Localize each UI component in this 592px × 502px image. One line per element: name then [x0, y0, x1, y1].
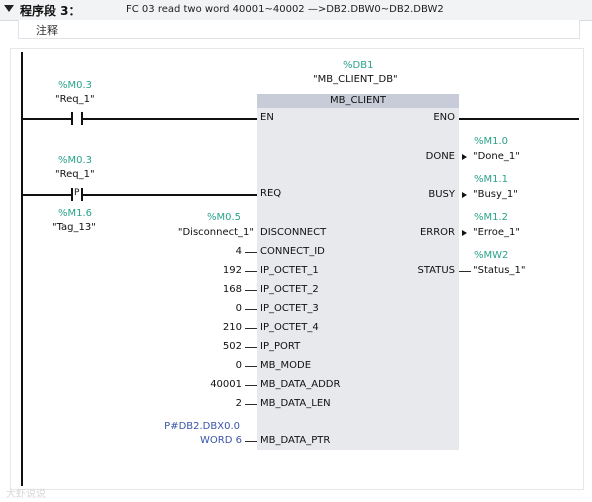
pin-mb-mode: MB_MODE: [260, 360, 312, 371]
status-stub: [459, 271, 471, 272]
mb-mode-value[interactable]: 0: [235, 360, 242, 371]
mb-client-block[interactable]: MB_CLIENT: [257, 94, 459, 450]
pin-eno: ENO: [433, 112, 455, 123]
en-wire-left: [22, 118, 72, 120]
en-contact-icon[interactable]: [71, 112, 83, 125]
p-contact-icon[interactable]: [71, 188, 83, 201]
ip-octet-3-stub: [245, 309, 257, 310]
pin-mb-data-len: MB_DATA_LEN: [260, 398, 331, 409]
ip-port-value[interactable]: 502: [222, 341, 242, 352]
mb-data-len-value[interactable]: 2: [235, 398, 242, 409]
pin-connect-id: CONNECT_ID: [260, 246, 325, 257]
status-address[interactable]: %MW2: [474, 250, 509, 261]
mb-mode-stub: [245, 366, 257, 367]
block-type-title: MB_CLIENT: [257, 94, 459, 108]
instance-db-name[interactable]: "MB_CLIENT_DB": [313, 74, 398, 85]
pin-en: EN: [260, 112, 274, 123]
segment-comment[interactable]: 注释: [36, 24, 58, 37]
mb-data-ptr-stub: [245, 441, 257, 442]
ip-octet-1-stub: [245, 271, 257, 272]
done-value[interactable]: "Done_1": [473, 151, 520, 162]
req-contact-name[interactable]: "Req_1": [55, 169, 95, 180]
en-wire-right: [83, 118, 257, 120]
busy-address[interactable]: %M1.1: [474, 174, 509, 185]
connect-id-value[interactable]: 4: [235, 246, 242, 257]
ip-octet-1-value[interactable]: 192: [222, 265, 242, 276]
pin-ip-octet-4: IP_OCTET_4: [260, 322, 319, 333]
comment-box[interactable]: [18, 20, 580, 39]
disconnect-value[interactable]: "Disconnect_1": [177, 227, 254, 238]
collapse-triangle-icon[interactable]: [4, 5, 14, 12]
pin-busy: BUSY: [428, 189, 455, 200]
busy-value[interactable]: "Busy_1": [473, 189, 518, 200]
ip-octet-2-stub: [245, 290, 257, 291]
pin-done: DONE: [425, 151, 455, 162]
done-arrow-icon: [462, 154, 467, 160]
ip-octet-4-stub: [245, 328, 257, 329]
pin-ip-octet-1: IP_OCTET_1: [260, 265, 319, 276]
pin-ip-octet-2: IP_OCTET_2: [260, 284, 319, 295]
pin-req: REQ: [260, 188, 282, 199]
ip-octet-4-value[interactable]: 210: [222, 322, 242, 333]
instance-db-address[interactable]: %DB1: [343, 60, 374, 71]
pin-ip-port: IP_PORT: [260, 341, 301, 352]
segment-title: 程序段 3：: [20, 4, 81, 18]
mb-data-ptr-address[interactable]: P#DB2.DBX0.0: [164, 421, 240, 432]
disconnect-address[interactable]: %M0.5: [207, 212, 242, 223]
watermark: 大虾说说: [6, 489, 46, 500]
pin-mb-data-addr: MB_DATA_ADDR: [260, 379, 341, 390]
edge-memory-address[interactable]: %M1.6: [58, 208, 93, 219]
ip-octet-3-value[interactable]: 0: [235, 303, 242, 314]
req-contact-address[interactable]: %M0.3: [58, 155, 93, 166]
edge-memory-name[interactable]: "Tag_13": [52, 222, 96, 233]
pin-status: STATUS: [417, 265, 455, 276]
mb-data-addr-stub: [245, 385, 257, 386]
ip-octet-2-value[interactable]: 168: [222, 284, 242, 295]
error-value[interactable]: "Erroe_1": [473, 227, 520, 238]
en-contact-address[interactable]: %M0.3: [58, 80, 93, 91]
pin-error: ERROR: [419, 227, 455, 238]
req-wire-right: [83, 194, 257, 196]
ip-port-stub: [245, 347, 257, 348]
pin-disconnect: DISCONNECT: [260, 227, 327, 238]
mb-data-ptr-value[interactable]: WORD 6: [200, 435, 242, 446]
en-contact-name[interactable]: "Req_1": [55, 94, 95, 105]
status-value[interactable]: "Status_1": [473, 265, 526, 276]
eno-wire: [459, 118, 579, 120]
pin-mb-data-ptr: MB_DATA_PTR: [260, 435, 331, 446]
mb-data-len-stub: [245, 404, 257, 405]
segment-description[interactable]: FC 03 read two word 40001~40002 —>DB2.DB…: [126, 4, 444, 15]
busy-arrow-icon: [462, 192, 467, 198]
p-contact-symbol: P: [74, 188, 80, 198]
error-arrow-icon: [462, 230, 467, 236]
error-address[interactable]: %M1.2: [474, 212, 509, 223]
req-wire-left: [22, 194, 72, 196]
mb-data-addr-value[interactable]: 40001: [210, 379, 242, 390]
network-area: [10, 48, 584, 490]
power-rail: [21, 52, 23, 486]
done-address[interactable]: %M1.0: [474, 136, 509, 147]
pin-ip-octet-3: IP_OCTET_3: [260, 303, 319, 314]
connect-id-stub: [245, 252, 257, 253]
